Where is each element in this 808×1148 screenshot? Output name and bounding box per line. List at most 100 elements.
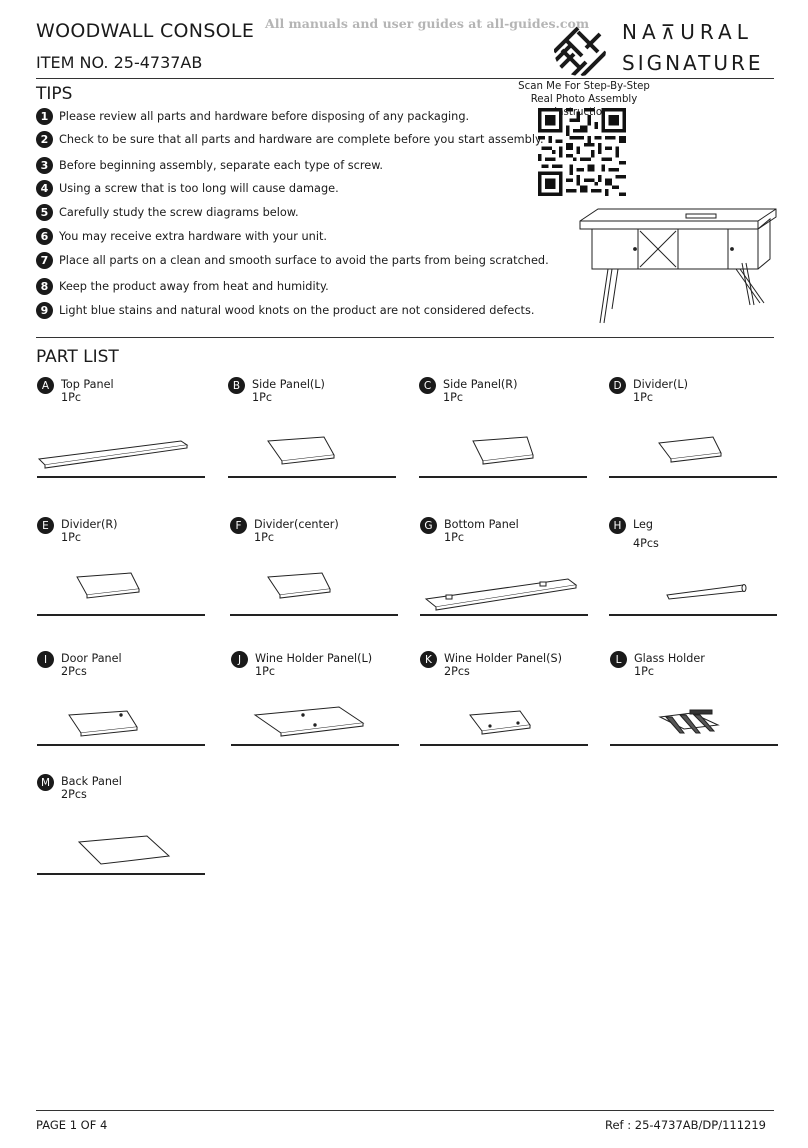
bottom-panel-drawing (424, 578, 578, 611)
part-letter-badge: K (420, 651, 437, 668)
divider-center-drawing (267, 572, 331, 599)
tip-item: 8 Keep the product away from heat and hu… (36, 276, 329, 296)
part-item-g: G Bottom Panel 1Pc (420, 517, 588, 617)
tip-item: 1 Please review all parts and hardware b… (36, 106, 469, 126)
part-underline (419, 476, 587, 478)
tip-text: Light blue stains and natural wood knots… (59, 303, 535, 317)
document-reference: Ref : 25-4737AB/DP/111219 (604, 1118, 766, 1132)
qr-caption: Scan Me For Step-By-Step Real Photo Asse… (500, 80, 668, 119)
tip-item: 4 Using a screw that is too long will ca… (36, 178, 339, 198)
tip-item: 6 You may receive extra hardware with yo… (36, 226, 327, 246)
tip-number-badge: 7 (36, 251, 53, 269)
back-panel-drawing (77, 835, 171, 865)
part-quantity: 1Pc (444, 531, 465, 544)
part-quantity: 1Pc (61, 391, 82, 404)
tip-number-badge: 8 (36, 277, 53, 295)
part-name: Back Panel (61, 775, 122, 788)
wine-holder-panel-l-drawing (253, 706, 365, 737)
tip-text: Keep the product away from heat and humi… (59, 279, 329, 293)
part-underline (37, 873, 205, 875)
side-panel-left-drawing (267, 436, 335, 465)
tip-text: Place all parts on a clean and smooth su… (59, 253, 549, 267)
part-underline (37, 614, 205, 616)
part-item-b: B Side Panel(L) 1Pc (228, 377, 396, 478)
footer-divider (36, 1110, 774, 1111)
part-item-l: L Glass Holder 1Pc (610, 651, 778, 751)
part-item-c: C Side Panel(R) 1Pc (419, 377, 587, 478)
part-letter-badge: B (228, 377, 245, 394)
part-item-h: H Leg 4Pcs (609, 517, 777, 617)
part-quantity: 1Pc (61, 531, 82, 544)
tip-number-badge: 2 (36, 130, 53, 148)
tip-item: 5 Carefully study the screw diagrams bel… (36, 202, 299, 222)
item-number: ITEM NO. 25-4737AB (36, 53, 203, 72)
part-name: Bottom Panel (444, 518, 519, 531)
tip-item: 9 Light blue stains and natural wood kno… (36, 300, 534, 320)
part-quantity: 1Pc (252, 391, 273, 404)
part-quantity: 4Pcs (633, 537, 659, 550)
part-item-a: A Top Panel 1Pc (37, 377, 205, 478)
tips-divider (36, 337, 774, 338)
part-name: Leg (633, 518, 654, 531)
part-letter-badge: E (37, 517, 54, 534)
part-letter-badge: F (230, 517, 247, 534)
part-item-e: E Divider(R) 1Pc (37, 517, 205, 617)
part-name: Divider(center) (254, 518, 339, 531)
part-underline (609, 614, 777, 616)
part-quantity: 2Pcs (61, 788, 87, 801)
glass-holder-drawing (658, 709, 720, 734)
tip-text: Please review all parts and hardware bef… (59, 109, 470, 123)
part-quantity: 2Pcs (444, 665, 470, 678)
page-number: PAGE 1 OF 4 (36, 1118, 108, 1132)
part-quantity: 1Pc (254, 531, 275, 544)
divider-left-drawing (658, 436, 722, 463)
part-name: Top Panel (61, 378, 114, 391)
part-letter-badge: J (231, 651, 248, 668)
part-item-m: M Back Panel 2Pcs (37, 774, 205, 875)
part-letter-badge: I (37, 651, 54, 668)
tip-item: 3 Before beginning assembly, separate ea… (36, 155, 383, 175)
console-illustration (579, 208, 777, 324)
part-underline (231, 744, 399, 746)
tip-text: Carefully study the screw diagrams below… (59, 205, 299, 219)
part-quantity: 1Pc (633, 391, 654, 404)
tip-number-badge: 4 (36, 179, 53, 197)
brand-name-line2: SIGNATURE (622, 51, 764, 75)
part-letter-badge: C (419, 377, 436, 394)
header-divider (36, 78, 774, 79)
part-quantity: 1Pc (255, 665, 276, 678)
part-underline (610, 744, 778, 746)
part-name: Divider(L) (633, 378, 688, 391)
part-underline (420, 614, 588, 616)
part-underline (230, 614, 398, 616)
part-list-heading: PART LIST (36, 347, 119, 367)
part-letter-badge: D (609, 377, 626, 394)
brand-stripes-logo-icon (554, 26, 606, 76)
tip-text: Check to be sure that all parts and hard… (59, 132, 544, 146)
watermark-text: All manuals and user guides at all-guide… (265, 16, 590, 31)
leg-drawing (666, 584, 747, 600)
part-item-f: F Divider(center) 1Pc (230, 517, 398, 617)
part-underline (609, 476, 777, 478)
part-name: Glass Holder (634, 652, 705, 665)
tip-number-badge: 1 (36, 107, 53, 125)
part-underline (37, 476, 205, 478)
wine-holder-panel-s-drawing (469, 710, 531, 735)
tip-item: 7 Place all parts on a clean and smooth … (36, 250, 549, 270)
brand-name-line1: NA⊼URAL (622, 20, 753, 44)
tip-number-badge: 6 (36, 227, 53, 245)
part-name: Side Panel(R) (443, 378, 518, 391)
qr-code-icon[interactable] (538, 108, 626, 196)
part-name: Door Panel (61, 652, 122, 665)
part-quantity: 2Pcs (61, 665, 87, 678)
part-underline (37, 744, 205, 746)
part-item-k: K Wine Holder Panel(S) 2Pcs (420, 651, 588, 751)
part-name: Divider(R) (61, 518, 118, 531)
qr-caption-line2: Real Photo Assembly Instructions (530, 94, 638, 118)
part-letter-badge: L (610, 651, 627, 668)
part-name: Wine Holder Panel(L) (255, 652, 373, 665)
tip-number-badge: 9 (36, 301, 53, 319)
qr-caption-line1: Scan Me For Step-By-Step (518, 81, 650, 92)
part-quantity: 1Pc (443, 391, 464, 404)
part-letter-badge: G (420, 517, 437, 534)
